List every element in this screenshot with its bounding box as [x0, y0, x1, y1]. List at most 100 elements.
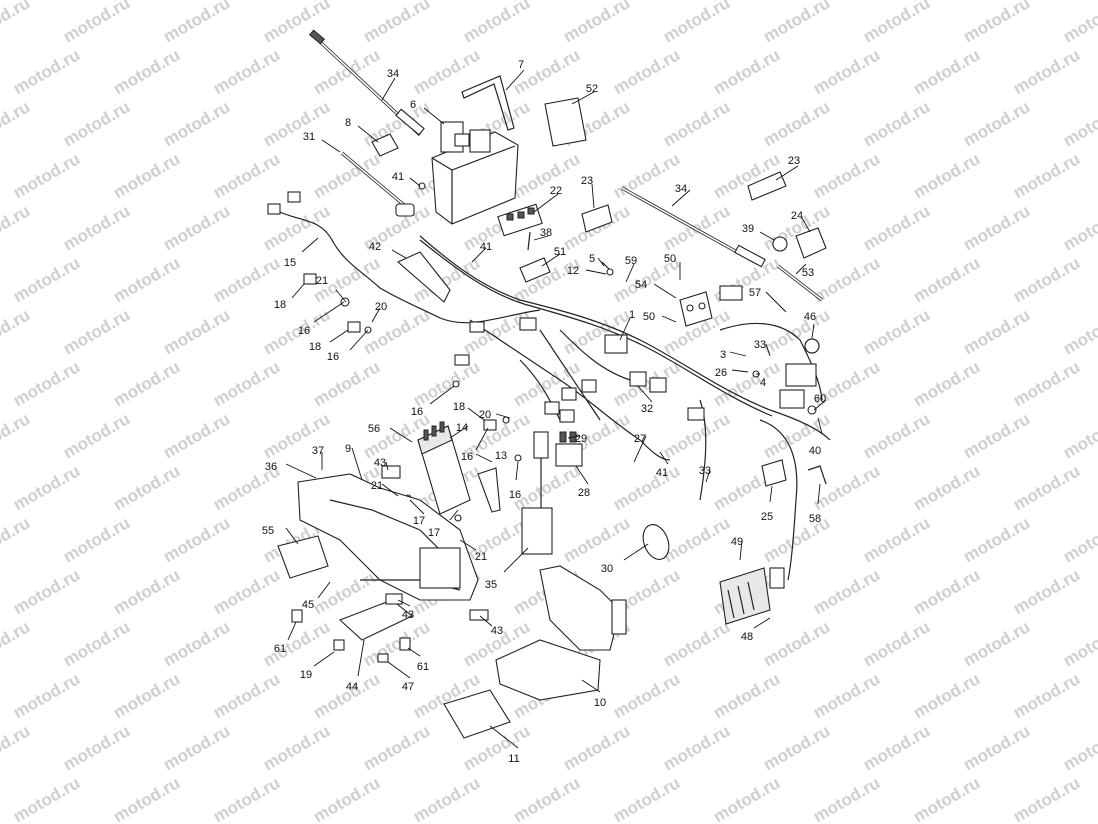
clip-18-a — [303, 273, 317, 285]
callout-44: 44 — [346, 681, 358, 693]
callout-10: 10 — [594, 697, 606, 709]
callout-20: 20 — [375, 301, 387, 313]
callout-13: 13 — [495, 450, 507, 462]
clip-19 — [333, 639, 345, 651]
callout-34: 34 — [675, 183, 687, 195]
ecu-14 — [417, 421, 471, 515]
callout-12: 12 — [567, 265, 579, 277]
callout-3: 3 — [720, 349, 726, 361]
callout-33: 33 — [699, 465, 711, 477]
part-13 — [477, 467, 501, 513]
part-24 — [795, 227, 827, 259]
callout-35: 35 — [485, 579, 497, 591]
callout-50: 50 — [643, 311, 655, 323]
callout-38: 38 — [540, 227, 552, 239]
callout-55: 55 — [262, 525, 274, 537]
callout-16: 16 — [509, 489, 521, 501]
callout-18: 18 — [274, 299, 286, 311]
callout-56: 56 — [368, 423, 380, 435]
clip-18-b — [347, 321, 361, 333]
callout-21: 21 — [371, 480, 383, 492]
callout-57: 57 — [749, 287, 761, 299]
bracket-54 — [679, 291, 713, 327]
horn-30 — [642, 524, 670, 560]
callout-34: 34 — [387, 68, 399, 80]
callout-16: 16 — [461, 451, 473, 463]
clip-58 — [807, 465, 827, 485]
callout-1: 1 — [629, 309, 635, 321]
callout-25: 25 — [761, 511, 773, 523]
leader-lines — [285, 69, 827, 749]
regulator-48 — [719, 567, 785, 625]
callout-40: 40 — [809, 445, 821, 457]
callout-33: 33 — [754, 339, 766, 351]
callout-6: 6 — [410, 99, 416, 111]
module-35 — [521, 431, 553, 555]
callout-58: 58 — [809, 513, 821, 525]
callout-30: 30 — [601, 563, 613, 575]
relay-28 — [555, 443, 583, 467]
callout-31: 31 — [303, 131, 315, 143]
callout-23: 23 — [581, 175, 593, 187]
connector-22 — [497, 203, 543, 237]
tray-10 — [495, 565, 627, 701]
main-harness-1 — [419, 235, 831, 581]
callout-17: 17 — [413, 515, 425, 527]
callout-53: 53 — [802, 267, 814, 279]
clip-61-b — [399, 637, 411, 651]
callout-7: 7 — [518, 59, 524, 71]
callout-9: 9 — [345, 443, 351, 455]
cover-23-right — [747, 171, 787, 201]
part-51 — [519, 257, 551, 283]
callout-43: 43 — [491, 625, 503, 637]
sheet-52 — [544, 97, 587, 147]
callout-14: 14 — [456, 422, 468, 434]
callout-11: 11 — [508, 753, 519, 765]
clip-61-a — [291, 609, 303, 623]
relay-8 — [371, 133, 399, 157]
callout-49: 49 — [731, 536, 743, 548]
callout-29: 29 — [575, 433, 587, 445]
callout-28: 28 — [578, 487, 590, 499]
callout-37: 37 — [312, 445, 324, 457]
callout-60: 60 — [814, 393, 826, 405]
part-39 — [772, 236, 788, 252]
cover-44 — [338, 599, 414, 641]
callout-32: 32 — [641, 403, 653, 415]
callout-20: 20 — [479, 409, 491, 421]
callout-24: 24 — [791, 210, 803, 222]
callout-5: 5 — [589, 253, 595, 265]
callout-23: 23 — [788, 155, 800, 167]
callout-36: 36 — [265, 461, 277, 473]
callout-18: 18 — [309, 341, 321, 353]
callout-48: 48 — [741, 631, 753, 643]
cover-23-middle — [581, 204, 613, 233]
callout-45: 45 — [302, 599, 314, 611]
sheet-11 — [443, 689, 511, 739]
callout-41: 41 — [480, 241, 492, 253]
callout-54: 54 — [635, 279, 647, 291]
ring-46 — [804, 338, 820, 354]
strap-7 — [461, 75, 515, 131]
callout-8: 8 — [345, 117, 351, 129]
callout-46: 46 — [804, 311, 816, 323]
callout-18: 18 — [453, 401, 465, 413]
callout-22: 22 — [550, 185, 562, 197]
callout-61: 61 — [417, 661, 429, 673]
callout-27: 27 — [634, 433, 646, 445]
callout-43: 43 — [374, 457, 386, 469]
parts-artwork — [267, 29, 831, 739]
callout-52: 52 — [586, 83, 598, 95]
callout-43: 43 — [402, 609, 414, 621]
callout-51: 51 — [554, 246, 566, 258]
callout-17: 17 — [428, 527, 440, 539]
callout-50: 50 — [664, 253, 676, 265]
callout-21: 21 — [475, 551, 487, 563]
callout-19: 19 — [300, 669, 312, 681]
callout-41: 41 — [392, 171, 404, 183]
clip-25 — [761, 459, 787, 487]
plate-55 — [277, 535, 329, 579]
callout-4: 4 — [760, 377, 766, 389]
